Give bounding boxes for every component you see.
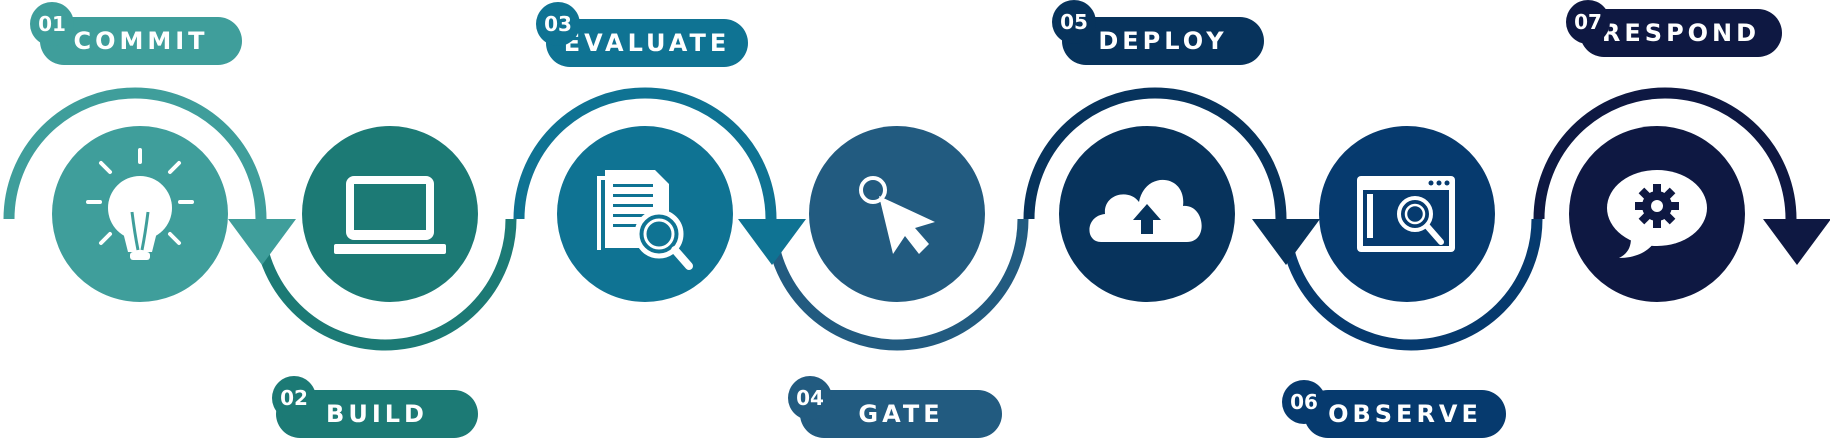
- step-3-number: 03: [544, 12, 572, 36]
- lightbulb-icon: [86, 148, 194, 260]
- step-4-label-pill: GATE: [800, 390, 1002, 438]
- step-7-label-pill: RESPOND: [1580, 9, 1782, 57]
- step-2-number: 02: [280, 386, 308, 410]
- step-7-number-badge: 07: [1566, 0, 1610, 44]
- step-5-label: DEPLOY: [1098, 27, 1228, 55]
- step-3-number-badge: 03: [536, 2, 580, 46]
- step-1-number: 01: [38, 12, 66, 36]
- step-1-label: COMMIT: [73, 27, 209, 55]
- arc-1: [3, 87, 267, 220]
- arc-5: [1023, 87, 1287, 220]
- arrow-1: [228, 219, 296, 265]
- step-7-label: RESPOND: [1601, 19, 1761, 47]
- document-search-icon: [597, 170, 693, 270]
- arrow-3: [738, 219, 806, 265]
- step-6-label-pill: OBSERVE: [1304, 390, 1506, 438]
- step-2-label-pill: BUILD: [276, 390, 478, 438]
- step-4-number: 04: [796, 386, 824, 410]
- step-3-label: EVALUATE: [563, 29, 731, 57]
- arrow-7: [1763, 219, 1830, 265]
- arc-7: [1533, 87, 1797, 220]
- browser-search-icon: [1357, 176, 1455, 252]
- chat-gear-icon: [1607, 170, 1707, 258]
- cursor-click-icon: [859, 176, 935, 254]
- step-5-number: 05: [1060, 10, 1088, 34]
- cloud-upload-icon: [1089, 179, 1202, 242]
- arc-3: [513, 87, 777, 220]
- arc-4: [765, 218, 1029, 351]
- step-4-number-badge: 04: [788, 376, 832, 420]
- step-1-number-badge: 01: [30, 2, 74, 46]
- step-7-number: 07: [1574, 10, 1602, 34]
- step-6-number-badge: 06: [1282, 380, 1326, 424]
- arc-6: [1279, 218, 1543, 351]
- step-4-label: GATE: [858, 400, 944, 428]
- laptop-icon: [334, 176, 446, 254]
- step-5-number-badge: 05: [1052, 0, 1096, 44]
- arrow-5: [1252, 219, 1320, 265]
- arc-2: [253, 218, 517, 351]
- step-6-number: 06: [1290, 390, 1318, 414]
- step-2-number-badge: 02: [272, 376, 316, 420]
- step-2-label: BUILD: [326, 400, 428, 428]
- step-6-label: OBSERVE: [1328, 400, 1482, 428]
